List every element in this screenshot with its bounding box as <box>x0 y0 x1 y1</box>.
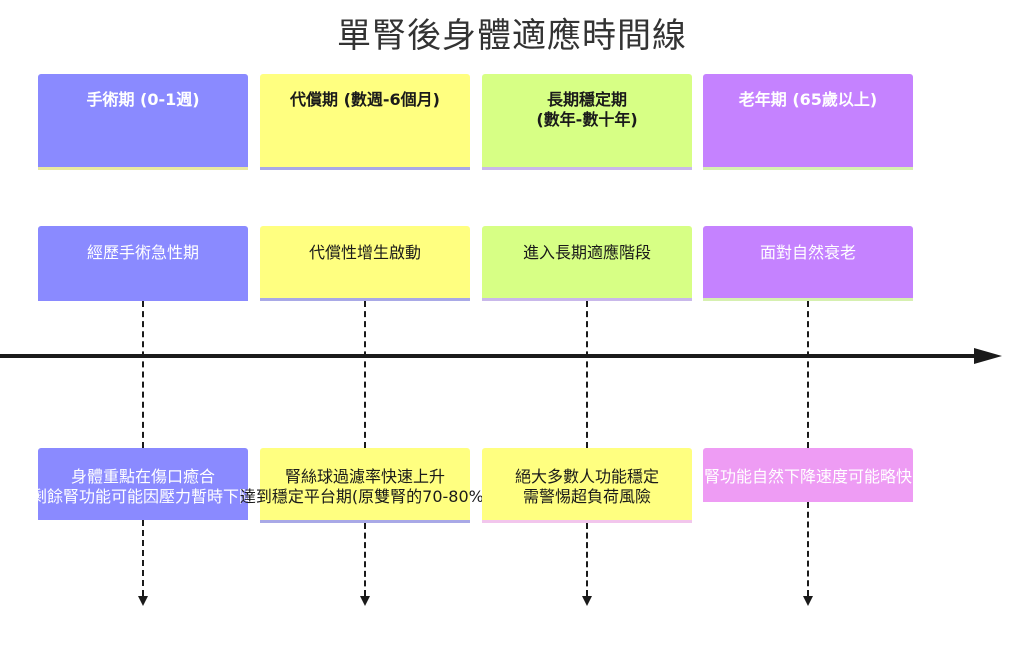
connector-upper <box>586 301 588 448</box>
detail-box-surgery: 身體重點在傷口癒合 剩餘腎功能可能因壓力暫時下降 <box>31 448 255 520</box>
detail-line: 腎絲球過濾率快速上升 <box>284 467 445 486</box>
connector-upper <box>364 301 366 448</box>
timeline-column-stable: 長期穩定期 (數年-數十年) 進入長期適應階段 絕大多數人功能穩定 需警惕超負荷… <box>482 0 692 651</box>
detail-line: 剩餘腎功能可能因壓力暫時下降 <box>31 487 256 506</box>
event-box-stable: 進入長期適應階段 <box>482 226 692 301</box>
event-label: 面對自然衰老 <box>759 243 856 262</box>
event-label: 進入長期適應階段 <box>522 243 651 262</box>
detail-line: 身體重點在傷口癒合 <box>71 467 216 486</box>
period-label-line: (數年-數十年) <box>536 110 638 129</box>
period-label: 代償期 (數週-6個月) <box>290 90 440 109</box>
connector-upper <box>807 301 809 448</box>
period-label: 老年期 (65歲以上) <box>738 90 878 109</box>
period-box-compensation: 代償期 (數週-6個月) <box>260 74 470 170</box>
detail-line: 絕大多數人功能穩定 <box>514 467 659 486</box>
connector-arrow-icon <box>803 596 813 606</box>
connector-upper <box>142 301 144 448</box>
period-box-surgery: 手術期 (0-1週) <box>38 74 248 170</box>
event-box-compensation: 代償性增生啟動 <box>260 226 470 301</box>
detail-box-compensation: 腎絲球過濾率快速上升 達到穩定平台期(原雙腎的70-80%) <box>240 448 490 523</box>
timeline-arrow-icon <box>974 348 1002 364</box>
detail-box-stable: 絕大多數人功能穩定 需警惕超負荷風險 <box>482 448 692 523</box>
connector-lower <box>364 523 366 596</box>
connector-arrow-icon <box>582 596 592 606</box>
event-label: 經歷手術急性期 <box>86 243 199 262</box>
period-label: 手術期 (0-1週) <box>86 90 200 109</box>
period-label-line: 長期穩定期 <box>546 90 627 109</box>
event-box-elderly: 面對自然衰老 <box>703 226 913 301</box>
detail-line: 達到穩定平台期(原雙腎的70-80%) <box>239 487 491 506</box>
detail-line: 腎功能自然下降速度可能略快 <box>703 467 912 486</box>
connector-lower <box>586 523 588 596</box>
detail-box-elderly: 腎功能自然下降速度可能略快 <box>703 448 913 502</box>
timeline-column-compensation: 代償期 (數週-6個月) 代償性增生啟動 腎絲球過濾率快速上升 達到穩定平台期(… <box>240 0 490 651</box>
page-title: 單腎後身體適應時間線 <box>337 16 687 56</box>
period-box-elderly: 老年期 (65歲以上) <box>703 74 913 170</box>
timeline-column-elderly: 老年期 (65歲以上) 面對自然衰老 腎功能自然下降速度可能略快 <box>703 0 913 651</box>
connector-arrow-icon <box>138 596 148 606</box>
timeline-column-surgery: 手術期 (0-1週) 經歷手術急性期 身體重點在傷口癒合 剩餘腎功能可能因壓力暫… <box>31 0 255 651</box>
connector-lower <box>807 502 809 596</box>
period-box-stable: 長期穩定期 (數年-數十年) <box>482 74 692 170</box>
event-box-surgery: 經歷手術急性期 <box>38 226 248 301</box>
event-label: 代償性增生啟動 <box>308 243 421 262</box>
connector-lower <box>142 520 144 596</box>
detail-line: 需警惕超負荷風險 <box>522 487 651 506</box>
timeline-axis <box>0 348 1002 364</box>
connector-arrow-icon <box>360 596 370 606</box>
